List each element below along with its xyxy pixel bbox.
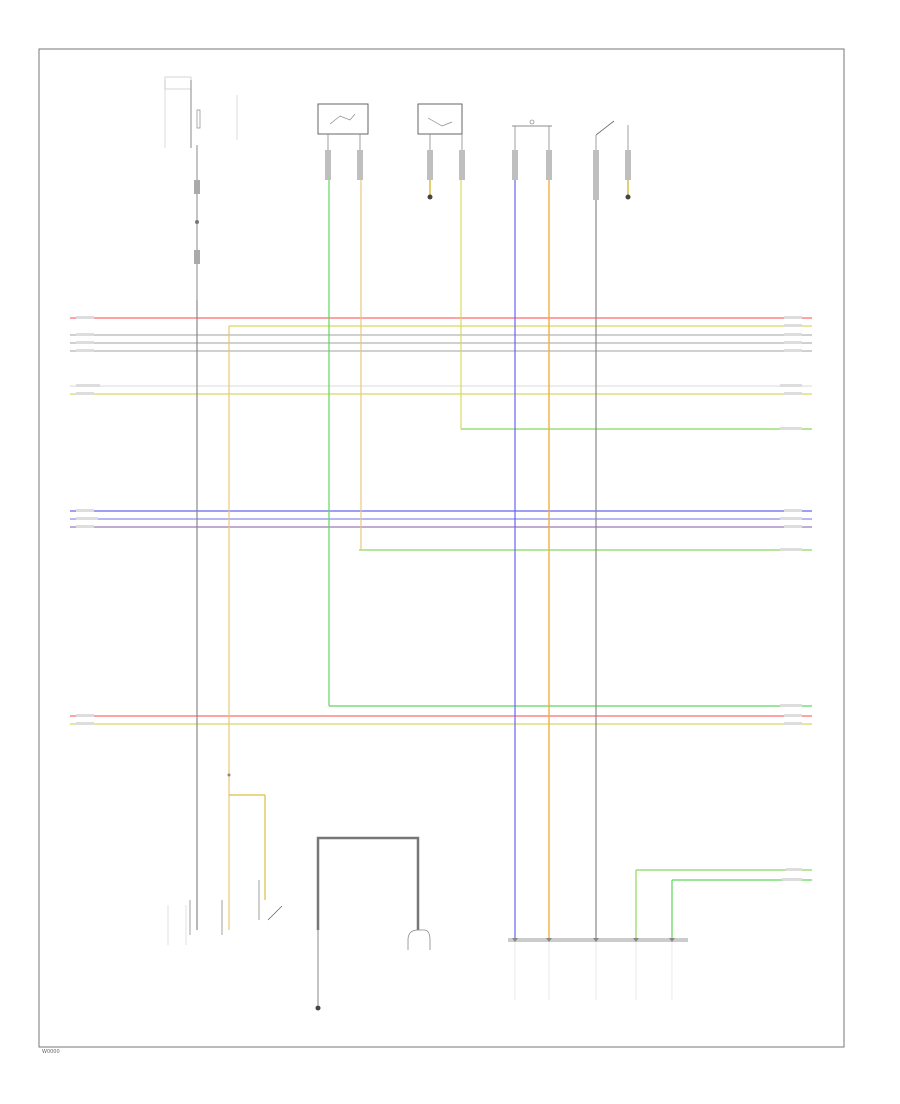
switch-icon: [417, 103, 463, 135]
bottom-right-green-wires: [635, 868, 812, 938]
fuse-icon: [196, 109, 201, 129]
diagram-code: W0000: [42, 1049, 60, 1055]
ground-connection-2: [625, 180, 631, 200]
fuse-block-component: [164, 76, 238, 300]
ground-icon: [315, 1005, 321, 1011]
relay-component-1: [317, 103, 369, 150]
arrow-icon: [633, 938, 639, 942]
switch-icon: [595, 120, 615, 136]
arrow-icon: [593, 938, 599, 942]
arrow-icon: [546, 938, 552, 942]
switch-component-2: [417, 103, 463, 150]
ground-icon: [427, 194, 433, 200]
switch-component-4: [595, 120, 629, 150]
arrow-icon: [669, 938, 675, 942]
right-bus-labels: [780, 316, 802, 725]
splice-icon: [227, 773, 231, 777]
lower-switch-group: [167, 773, 283, 945]
switch-icon: [267, 905, 283, 921]
connector-stubs: [325, 150, 631, 200]
component-3: [512, 119, 552, 150]
connector-icon: [194, 250, 200, 264]
arrow-icon: [512, 938, 518, 942]
connector-icon: [407, 929, 431, 950]
ground-icon: [625, 194, 631, 200]
ground-connection-1: [427, 180, 433, 200]
splice-icon: [195, 220, 199, 224]
control-module: [315, 836, 431, 1011]
vertical-wires: [196, 180, 597, 940]
bus-wires: [70, 317, 812, 725]
relay-icon: [317, 103, 369, 135]
left-bus-labels: [76, 316, 100, 725]
terminal-icon: [529, 119, 535, 125]
bottom-connector: [508, 938, 688, 1000]
diagram-frame: [38, 48, 845, 1048]
connector-icon: [194, 180, 200, 194]
